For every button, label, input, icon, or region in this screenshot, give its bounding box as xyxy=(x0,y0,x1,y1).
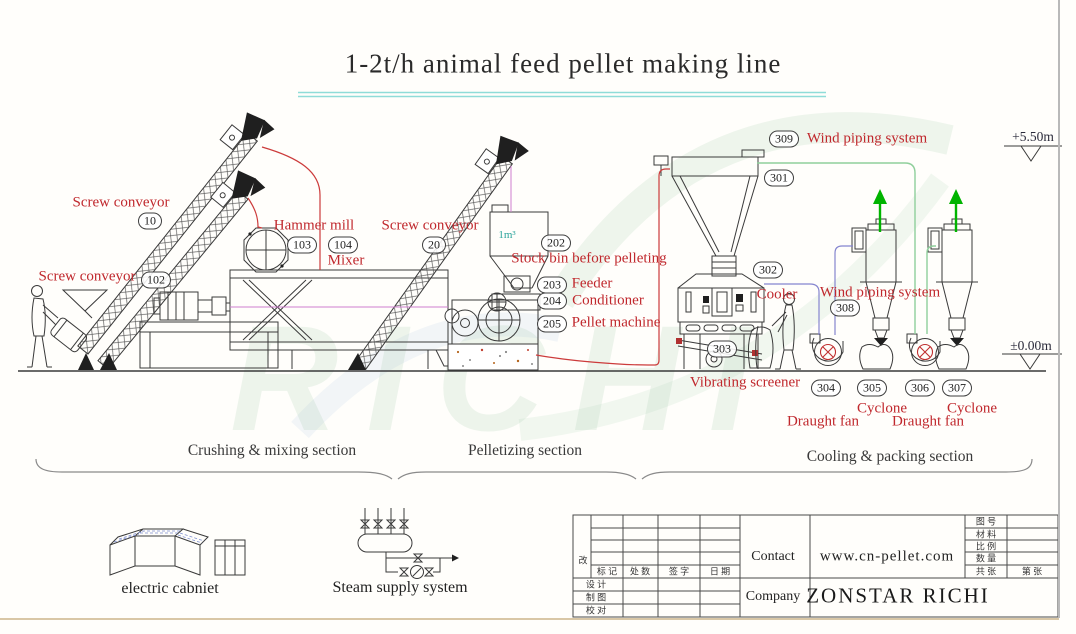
tag-309: 309 xyxy=(769,130,799,148)
titleblock-drawing-no: 图 号 xyxy=(975,516,997,527)
label-screw-conveyor-102: Screw conveyor xyxy=(38,268,136,285)
tag-20: 20 xyxy=(422,236,446,254)
tag-104: 104 xyxy=(328,236,358,254)
titleblock-total-sheet: 共 张 xyxy=(975,566,997,577)
label-feeder: Feeder xyxy=(571,275,613,292)
tag-304: 304 xyxy=(811,379,841,397)
screw-conveyor-20-drawing xyxy=(348,135,529,370)
label-screw-conveyor-20: Screw conveyor xyxy=(381,217,479,234)
tag-203: 203 xyxy=(537,276,567,294)
cooler-screener-drawing xyxy=(653,149,765,369)
titleblock-design: 设 计 xyxy=(585,579,607,590)
blue-pipe-fan-to-cyclone xyxy=(834,245,853,335)
green-pipe-top-run xyxy=(757,162,916,334)
brace-crushing-section xyxy=(35,458,393,480)
label-draught-fan-1: Draught fan xyxy=(786,413,860,430)
drawing-title: 1-2t/h animal feed pellet making line xyxy=(344,48,782,79)
legend-steam-supply: Steam supply system xyxy=(332,579,468,596)
exhaust-arrow-1 xyxy=(873,189,887,232)
title-block-grid xyxy=(572,514,1059,618)
tag-103: 103 xyxy=(287,236,317,254)
label-cyclone-1: Cyclone xyxy=(857,400,907,417)
section-pelletizing: Pelletizing section xyxy=(467,442,583,459)
worker-standing-figure xyxy=(747,293,801,370)
tag-202: 202 xyxy=(541,234,571,252)
red-pipe-conveyor102-to-mill xyxy=(247,197,263,229)
title-underline xyxy=(298,91,826,98)
electric-cabinet-drawing xyxy=(109,528,246,576)
steam-supply-drawing xyxy=(357,508,459,579)
label-bin-volume: 1m³ xyxy=(498,229,516,241)
titleblock-count: 处 数 xyxy=(629,566,651,577)
tag-303: 303 xyxy=(707,340,737,358)
titleblock-contact-value: www.cn-pellet.com xyxy=(819,548,955,565)
label-cooler: Cooler xyxy=(756,286,798,303)
screw-conveyor-10-drawing xyxy=(77,112,275,370)
tag-102: 102 xyxy=(141,271,171,289)
tag-10: 10 xyxy=(138,212,162,230)
label-cyclone-2: Cyclone xyxy=(947,400,997,417)
titleblock-date: 日 期 xyxy=(709,566,731,577)
draught-fan-2-drawing xyxy=(906,333,941,367)
tag-306: 306 xyxy=(905,379,935,397)
hammer-mill-mixer-drawing xyxy=(139,227,463,369)
tag-301: 301 xyxy=(764,169,794,187)
label-wind-piping-mid: Wind piping system xyxy=(819,284,941,301)
label-stock-bin: Stock bin before pelleting xyxy=(511,250,667,267)
brace-pelletizing-section xyxy=(397,471,637,480)
red-pipe-conveyor10-to-mixer xyxy=(261,146,321,270)
label-screw-conveyor-10: Screw conveyor xyxy=(72,194,170,211)
titleblock-sign: 签 字 xyxy=(668,566,690,577)
watermark-text: RICHI xyxy=(230,294,778,462)
blue-pipe-cooler-to-fan xyxy=(764,283,820,335)
titleblock-mark: 标 记 xyxy=(596,566,618,577)
label-vibrating-screener: Vibrating screener xyxy=(689,374,801,391)
screw-conveyor-102-drawing xyxy=(61,170,266,370)
section-cooling-packing: Cooling & packing section xyxy=(806,448,974,465)
titleblock-quantity: 数 量 xyxy=(975,553,997,564)
titleblock-company-label: Company xyxy=(745,589,801,604)
elevation-top-text: +5.50m xyxy=(1012,129,1054,144)
label-wind-piping-top: Wind piping system xyxy=(806,130,928,147)
label-conditioner: Conditioner xyxy=(572,292,644,309)
red-pipe-pellet-to-cooler xyxy=(535,168,670,366)
titleblock-check: 校 对 xyxy=(585,605,607,616)
label-hammer-mill: Hammer mill xyxy=(273,217,355,234)
titleblock-sheet-no: 第 张 xyxy=(1021,566,1043,577)
label-pellet-machine: Pellet machine xyxy=(571,314,661,331)
piping-network xyxy=(230,146,936,366)
elevation-ground-text: ±0.00m xyxy=(1010,338,1052,353)
titleblock-revision: 改 xyxy=(578,555,588,566)
label-draught-fan-2: Draught fan xyxy=(891,413,965,430)
elevation-marker-ground xyxy=(1002,353,1062,370)
watermark-swoosh: RICHI xyxy=(230,112,954,462)
tag-204: 204 xyxy=(537,292,567,310)
tag-305: 305 xyxy=(857,379,887,397)
titleblock-draft: 制 图 xyxy=(585,592,607,603)
tag-308: 308 xyxy=(830,299,860,317)
elevation-marker-top xyxy=(1004,145,1062,162)
worker-pouring-figure xyxy=(27,285,88,368)
green-pipe-fan2-to-cyclone2 xyxy=(926,245,936,334)
titleblock-scale: 比 例 xyxy=(975,541,997,552)
exhaust-arrow-2 xyxy=(949,189,963,232)
tag-205: 205 xyxy=(537,315,567,333)
titleblock-company-value: ZONSTAR RICHI xyxy=(806,583,990,608)
titleblock-material: 材 料 xyxy=(975,529,997,540)
label-mixer: Mixer xyxy=(327,252,365,269)
titleblock-contact-label: Contact xyxy=(751,549,795,564)
section-crushing-mixing: Crushing & mixing section xyxy=(187,442,357,459)
tag-307: 307 xyxy=(942,379,972,397)
brace-cooling-section xyxy=(641,458,1033,480)
draught-fan-drawing xyxy=(809,333,844,366)
legend-electric-cabinet: electric cabniet xyxy=(121,580,219,597)
tag-302: 302 xyxy=(753,261,783,279)
